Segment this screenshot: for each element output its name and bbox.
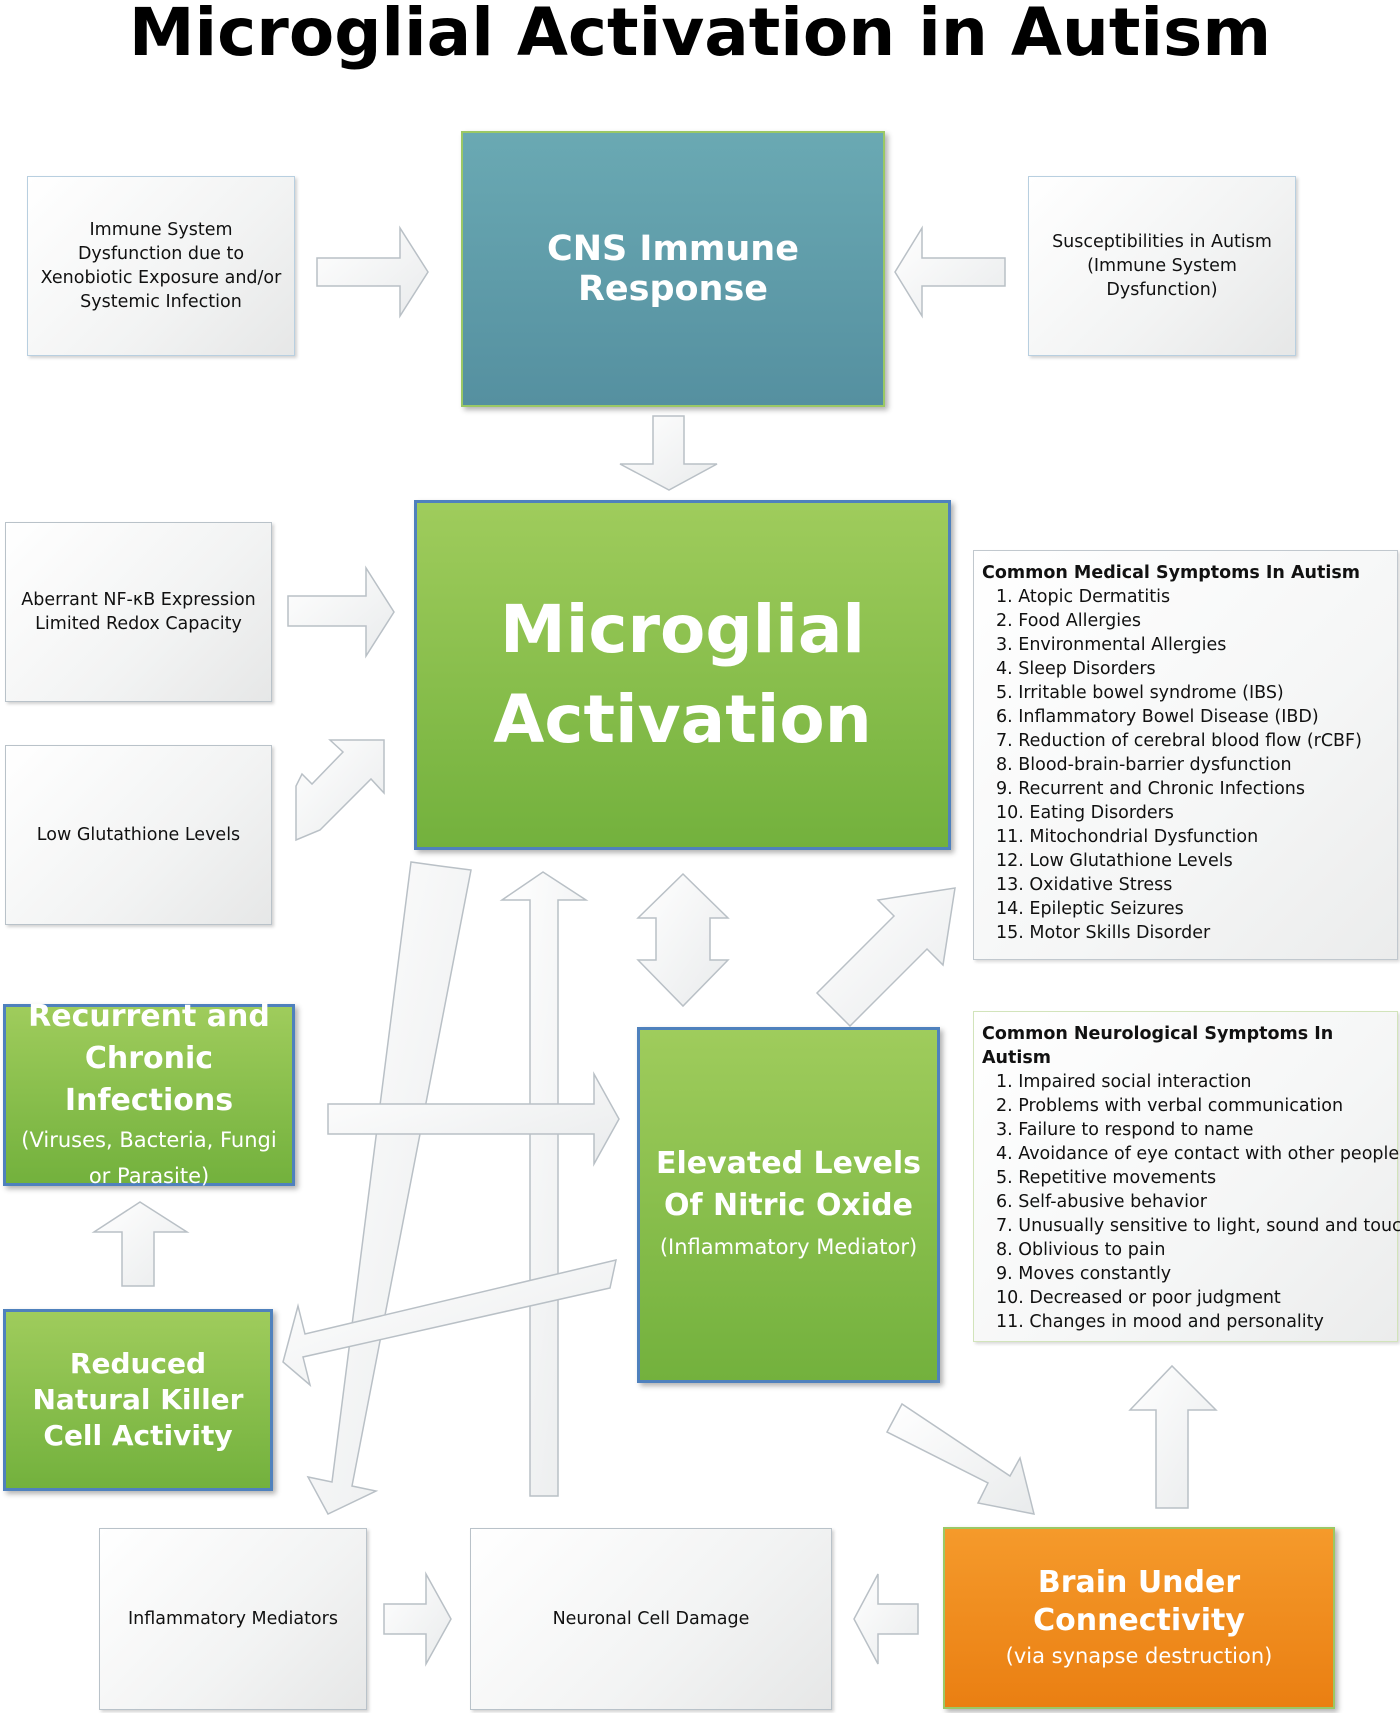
node-susceptibilities-label: Susceptibilities in Autism (Immune Syste… — [1052, 232, 1272, 300]
node-neuronal-damage: Neuronal Cell Damage — [470, 1528, 832, 1710]
node-immune-dysfunction: Immune System Dysfunction due to Xenobio… — [27, 176, 295, 356]
node-nfkb: Aberrant NF-κB Expression Limited Redox … — [5, 522, 272, 702]
node-cns-immune-response-label: CNS Immune Response — [547, 229, 799, 309]
medical-symptoms-heading: Common Medical Symptoms In Autism — [982, 563, 1360, 583]
node-nitric-oxide-subtitle: (Inflammatory Mediator) — [659, 1235, 918, 1259]
symptom-item: 2. Problems with verbal communication — [996, 1096, 1344, 1116]
medical-symptoms-panel: Common Medical Symptoms In Autism 1. Ato… — [973, 550, 1398, 960]
symptom-item: 8. Blood-brain-barrier dysfunction — [996, 755, 1292, 775]
arrow-cns-to-microglial — [619, 415, 718, 491]
node-microglial-activation: Microglial Activation — [414, 500, 951, 850]
medical-symptoms-list: 1. Atopic Dermatitis 2. Food Allergies 3. … — [982, 585, 1389, 945]
symptom-item: 6. Inflammatory Bowel Disease (IBD) — [996, 707, 1319, 727]
symptom-item: 7. Unusually sensitive to light, sound a… — [996, 1216, 1400, 1236]
node-low-glutathione: Low Glutathione Levels — [5, 745, 272, 925]
symptom-item: 14. Epileptic Seizures — [996, 899, 1184, 919]
symptom-item: 1. Impaired social interaction — [996, 1072, 1252, 1092]
arrow-nfkb-to-microglial — [287, 565, 395, 659]
symptom-item: 1. Atopic Dermatitis — [996, 587, 1171, 607]
diagram-title: Microglial Activation in Autism — [128, 0, 1272, 71]
node-microglial-activation-label: Microglial Activation — [493, 591, 872, 758]
node-inflammatory-mediators-label: Inflammatory Mediators — [128, 1609, 338, 1629]
arrow-nitric-to-nk — [282, 1258, 617, 1388]
symptom-item: 10. Eating Disorders — [996, 803, 1174, 823]
arrow-glutathione-microglial — [295, 739, 385, 842]
arrow-microglial-to-inflammatory — [306, 861, 472, 1515]
node-neuronal-damage-label: Neuronal Cell Damage — [552, 1609, 750, 1629]
arrow-microglial-nitric-oxide — [636, 872, 730, 1008]
symptom-item: 12. Low Glutathione Levels — [996, 851, 1233, 871]
arrow-immune-to-cns — [316, 225, 429, 319]
node-immune-dysfunction-label: Immune System Dysfunction due to Xenobio… — [40, 220, 282, 312]
symptom-item: 9. Moves constantly — [996, 1264, 1172, 1284]
node-nk-cells-label: Reduced Natural Killer Cell Activity — [32, 1347, 244, 1452]
node-nk-cells: Reduced Natural Killer Cell Activity — [3, 1309, 273, 1491]
neurological-symptoms-panel: Common Neurological Symptoms In Autism 1… — [973, 1011, 1400, 1342]
symptom-item: 4. Sleep Disorders — [996, 659, 1156, 679]
node-cns-immune-response: CNS Immune Response — [461, 131, 885, 407]
neurological-symptoms-list: 1. Impaired social interaction 2. Problem… — [982, 1070, 1400, 1334]
symptom-item: 11. Changes in mood and personality — [996, 1312, 1324, 1332]
symptom-item: 5. Repetitive movements — [996, 1168, 1217, 1188]
symptom-item: 3. Environmental Allergies — [996, 635, 1227, 655]
node-nitric-oxide: Elevated Levels Of Nitric Oxide (Inflamm… — [637, 1027, 940, 1383]
symptom-item: 11. Mitochondrial Dysfunction — [996, 827, 1259, 847]
symptom-item: 7. Reduction of cerebral blood flow (rCB… — [996, 731, 1362, 751]
symptom-item: 8. Oblivious to pain — [996, 1240, 1166, 1260]
symptom-item: 5. Irritable bowel syndrome (IBS) — [996, 683, 1284, 703]
node-nitric-oxide-title: Elevated Levels Of Nitric Oxide — [655, 1146, 922, 1223]
symptom-item: 4. Avoidance of eye contact with other p… — [996, 1144, 1400, 1164]
node-brain-connectivity-title: Brain Under Connectivity — [1033, 1565, 1245, 1638]
neurological-symptoms-heading: Common Neurological Symptoms In Autism — [982, 1024, 1334, 1068]
symptom-item: 9. Recurrent and Chronic Infections — [996, 779, 1305, 799]
arrow-inflammatory-to-neuronal — [383, 1571, 452, 1667]
symptom-item: 10. Decreased or poor judgment — [996, 1288, 1281, 1308]
arrow-susceptibilities-to-cns — [894, 225, 1006, 319]
symptom-item: 6. Self-abusive behavior — [996, 1192, 1207, 1212]
arrow-brain-to-neuronal — [853, 1573, 919, 1665]
arrow-brain-to-neurological — [1128, 1364, 1218, 1509]
arrow-neuronal-to-microglial — [499, 871, 589, 1497]
node-brain-connectivity-subtitle: (via synapse destruction) — [1005, 1644, 1273, 1668]
symptom-item: 3. Failure to respond to name — [996, 1120, 1254, 1140]
symptom-item: 2. Food Allergies — [996, 611, 1141, 631]
arrow-nitric-to-brain — [885, 1402, 1036, 1515]
symptom-item: 13. Oxidative Stress — [996, 875, 1173, 895]
arrow-nk-to-recurrent — [91, 1201, 190, 1287]
node-recurrent-infections-title: Recurrent and Chronic Infections — [28, 999, 270, 1118]
node-nfkb-label: Aberrant NF-κB Expression Limited Redox … — [21, 590, 256, 634]
symptom-item: 15. Motor Skills Disorder — [996, 923, 1211, 943]
node-recurrent-infections-subtitle: (Viruses, Bacteria, Fungi or Parasite) — [21, 1128, 277, 1188]
node-recurrent-infections: Recurrent and Chronic Infections (Viruse… — [3, 999, 295, 1188]
node-low-glutathione-label: Low Glutathione Levels — [36, 825, 241, 845]
node-inflammatory-mediators: Inflammatory Mediators — [99, 1528, 367, 1710]
node-susceptibilities: Susceptibilities in Autism (Immune Syste… — [1028, 176, 1296, 356]
node-brain-connectivity: Brain Under Connectivity (via synapse de… — [943, 1527, 1335, 1709]
arrow-recurrent-to-nitric — [327, 1071, 620, 1167]
arrow-nitric-to-medical — [815, 887, 956, 1028]
